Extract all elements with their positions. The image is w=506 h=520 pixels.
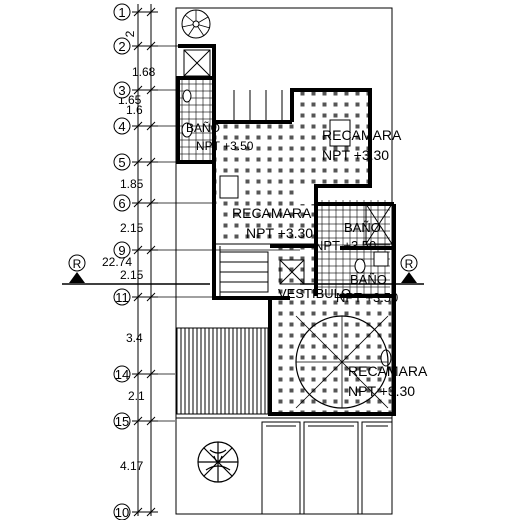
terrace-hatch	[175, 327, 269, 415]
axis-bubble: 5	[113, 153, 131, 171]
room-label-bath-2: BAÑO NPT +3.50	[314, 220, 381, 253]
dimension-label: 1.6	[126, 103, 143, 117]
svg-text:10: 10	[115, 505, 129, 520]
svg-text:4: 4	[118, 119, 125, 134]
svg-text:11: 11	[115, 290, 129, 305]
axis-bubble: 6	[113, 194, 131, 212]
dimension-label: 2.15	[120, 268, 144, 282]
svg-text:3: 3	[118, 83, 125, 98]
section-marker-left: R	[62, 254, 210, 285]
svg-text:NPT +3.50: NPT +3.50	[336, 290, 398, 305]
room-label-bedroom-3: RECAMARA NPT +3.30	[348, 363, 428, 399]
axis-bubble: 15	[113, 412, 131, 430]
svg-text:RECAMARA: RECAMARA	[232, 205, 312, 221]
svg-text:2: 2	[118, 39, 125, 54]
axis-bubble: 4	[113, 117, 131, 135]
dome-circle	[295, 315, 389, 409]
floor-tiles	[180, 78, 392, 414]
room-label-bedroom-2: RECAMARA NPT +3.30	[232, 205, 313, 241]
svg-text:NPT +3.30: NPT +3.30	[348, 383, 415, 399]
svg-text:1: 1	[118, 5, 125, 20]
dimension-label: 4.17	[120, 459, 144, 473]
svg-text:RECAMARA: RECAMARA	[348, 363, 428, 379]
inner-lines	[183, 49, 393, 296]
axis-bubble: 9	[113, 241, 131, 259]
svg-text:BAÑO: BAÑO	[186, 121, 220, 135]
svg-text:R: R	[405, 257, 414, 271]
dimension-label: 2	[123, 30, 137, 37]
fixtures	[181, 89, 392, 367]
svg-text:9: 9	[118, 243, 125, 258]
dimension-label: 1.68	[132, 65, 156, 79]
svg-text:R: R	[73, 257, 82, 271]
axis-bubble: 11	[113, 288, 131, 306]
axis-bubble: 2	[113, 37, 131, 55]
room-label-bath-1: BAÑO NPT +3.50	[186, 121, 254, 153]
svg-text:NPT +3.30: NPT +3.30	[322, 147, 389, 163]
dimension-label: 2.1	[128, 389, 145, 403]
svg-text:RECAMARA: RECAMARA	[322, 127, 402, 143]
dimension-label: 2.15	[120, 221, 144, 235]
svg-text:15: 15	[115, 414, 129, 429]
svg-text:BAÑO: BAÑO	[350, 272, 387, 287]
svg-text:14: 14	[115, 367, 129, 382]
dimension-chain: 2 1.68 1.65 1.6 1.85 2.15 2.15 3.4 2.1 4…	[102, 4, 158, 517]
svg-text:5: 5	[118, 155, 125, 170]
svg-text:BAÑO: BAÑO	[344, 220, 381, 235]
axis-bubble: 3	[113, 81, 131, 99]
axis-bubble: 10	[113, 503, 131, 520]
svg-text:NPT +3.50: NPT +3.50	[314, 238, 376, 253]
dimension-label: 3.4	[126, 331, 143, 345]
vestibule-label: VESTIBULO	[278, 286, 351, 301]
grid-axes: 1 2 3 4 5 6 9 11 14 15 10	[113, 3, 300, 520]
room-label-bedroom-1: RECAMARA NPT +3.30	[322, 127, 402, 163]
total-dimension-label: 22.74	[102, 255, 132, 269]
tree-symbol	[197, 441, 239, 483]
axis-bubble: 14	[113, 365, 131, 383]
spiral-stair	[181, 9, 211, 39]
parking-slots	[261, 421, 393, 515]
axis-bubble: 1	[113, 3, 131, 21]
svg-text:6: 6	[118, 196, 125, 211]
walls	[176, 44, 396, 416]
dimension-label: 1.85	[120, 177, 144, 191]
room-label-bath-3: BAÑO NPT +3.50	[336, 272, 398, 305]
svg-text:NPT +3.50: NPT +3.50	[196, 139, 254, 153]
svg-text:NPT +3.30: NPT +3.30	[246, 225, 313, 241]
